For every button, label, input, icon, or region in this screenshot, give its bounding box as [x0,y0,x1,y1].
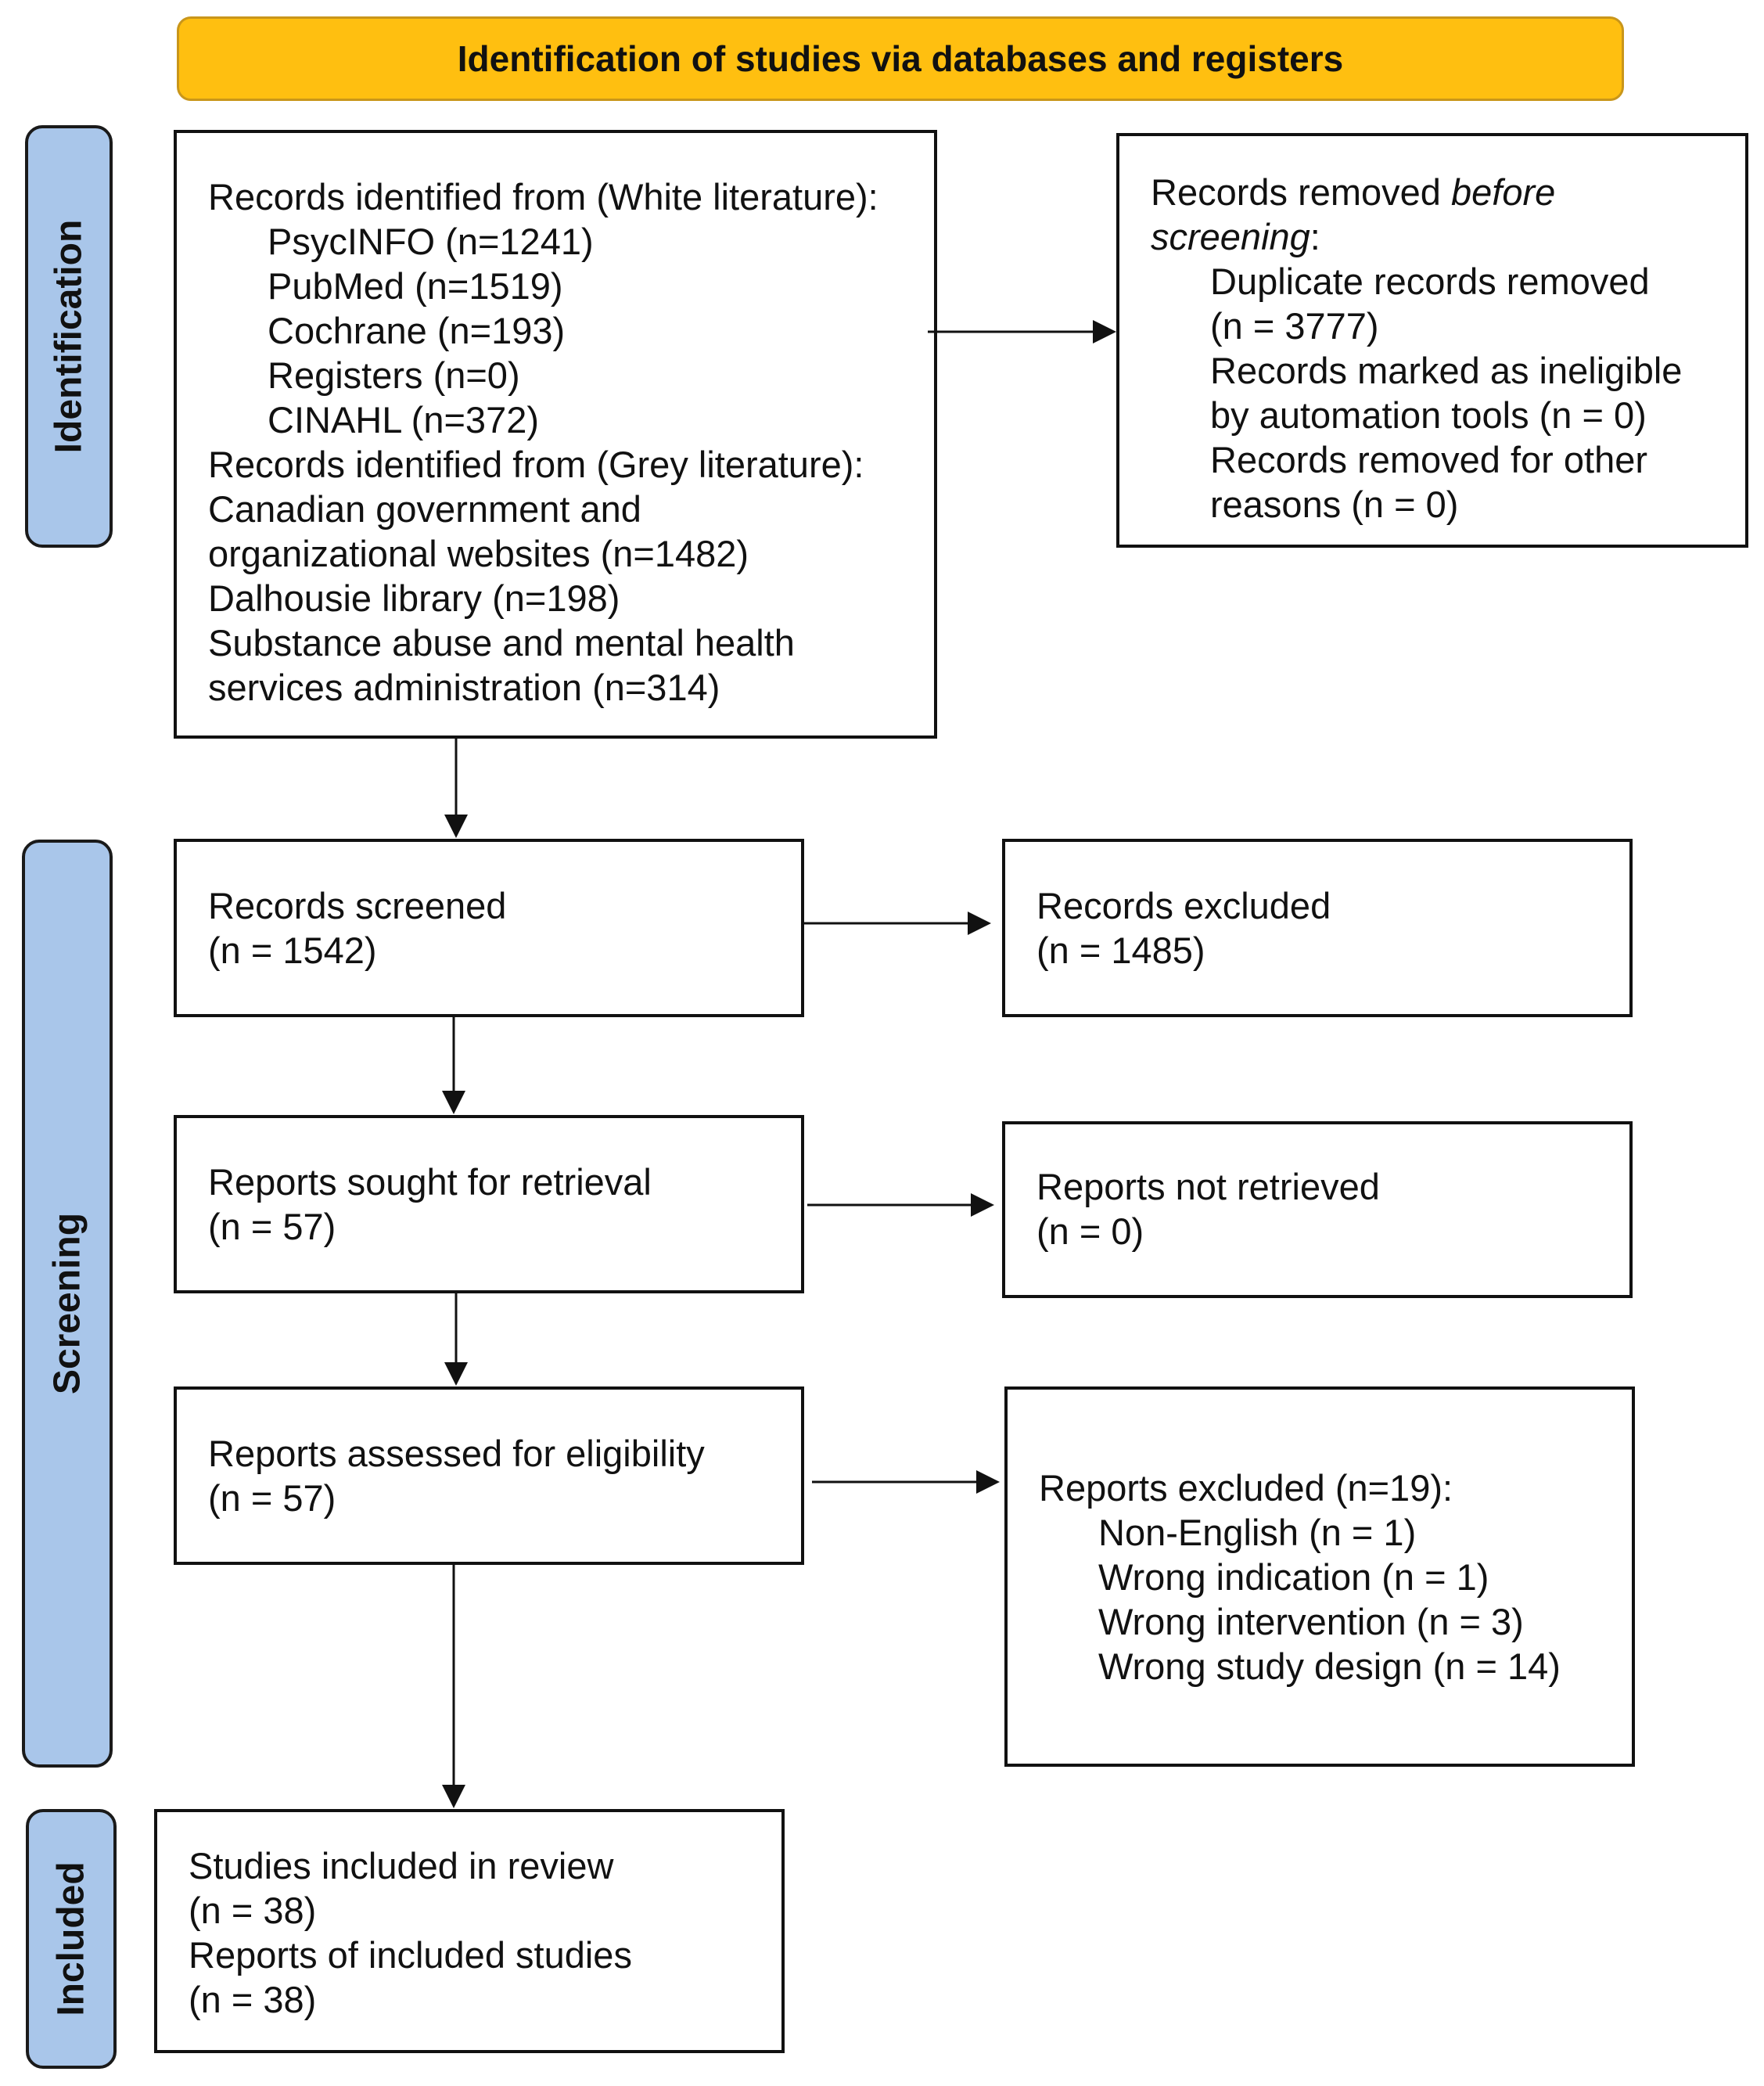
included-line: (n = 38) [189,1979,317,2020]
studies-included-box: Studies included in review (n = 38) Repo… [154,1809,785,2053]
source-registers: Registers (n=0) [268,354,520,396]
excluded-label: Records excluded [1036,885,1331,926]
exclusion-reason: Wrong study design (n = 14) [1098,1645,1561,1687]
grey-line: services administration (n=314) [208,667,720,708]
excluded-count: (n = 1485) [1036,930,1205,971]
screened-label: Records screened [208,885,507,926]
source-psycinfo: PsycINFO (n=1241) [268,221,594,262]
removed-line: (n = 3777) [1210,305,1379,347]
reports-assessed-box: Reports assessed for eligibility (n = 57… [174,1386,804,1565]
removed-line: Records removed for other [1210,439,1648,480]
sought-label: Reports sought for retrieval [208,1161,652,1203]
included-line: Reports of included studies [189,1934,632,1976]
exclusion-reason: Wrong indication (n = 1) [1098,1556,1489,1598]
screened-count: (n = 1542) [208,930,377,971]
banner-title: Identification of studies via databases … [457,38,1344,79]
source-pubmed: PubMed (n=1519) [268,265,563,307]
not-retrieved-label: Reports not retrieved [1036,1166,1380,1207]
exclusion-reason: Wrong intervention (n = 3) [1098,1601,1524,1642]
sought-count: (n = 57) [208,1206,336,1247]
included-line: (n = 38) [189,1890,317,1931]
source-cinahl: CINAHL (n=372) [268,399,539,441]
included-line: Studies included in review [189,1845,614,1886]
records-screened-box: Records screened (n = 1542) [174,839,804,1017]
reports-not-retrieved-box: Reports not retrieved (n = 0) [1002,1121,1633,1298]
phase-screening: Screening [22,840,113,1768]
removed-line: by automation tools (n = 0) [1210,394,1647,436]
removed-heading-cont: screening: [1151,216,1320,257]
phase-identification: Identification [25,125,113,548]
removed-heading: Records removed before [1151,171,1556,213]
not-retrieved-count: (n = 0) [1036,1210,1144,1252]
removed-line: reasons (n = 0) [1210,484,1459,525]
grey-line: Dalhousie library (n=198) [208,577,620,619]
removed-line: Duplicate records removed [1210,261,1650,302]
white-literature-heading: Records identified from (White literatur… [208,176,878,218]
grey-line: Canadian government and [208,488,641,530]
identification-banner: Identification of studies via databases … [177,16,1624,101]
reports-excluded-heading: Reports excluded (n=19): [1039,1467,1453,1509]
source-cochrane: Cochrane (n=193) [268,310,566,351]
records-excluded-box: Records excluded (n = 1485) [1002,839,1633,1017]
assessed-label: Reports assessed for eligibility [208,1433,705,1474]
grey-line: Substance abuse and mental health [208,622,795,664]
phase-included: Included [26,1809,117,2069]
grey-line: organizational websites (n=1482) [208,533,749,574]
reports-sought-box: Reports sought for retrieval (n = 57) [174,1115,804,1293]
assessed-count: (n = 57) [208,1477,336,1519]
reports-excluded-box: Reports excluded (n=19): Non-English (n … [1004,1386,1635,1767]
records-identified-box: Records identified from (White literatur… [174,130,937,739]
grey-literature-heading: Records identified from (Grey literature… [208,444,864,485]
exclusion-reason: Non-English (n = 1) [1098,1512,1417,1553]
removed-line: Records marked as ineligible [1210,350,1683,391]
records-removed-box: Records removed before screening: Duplic… [1116,133,1748,548]
